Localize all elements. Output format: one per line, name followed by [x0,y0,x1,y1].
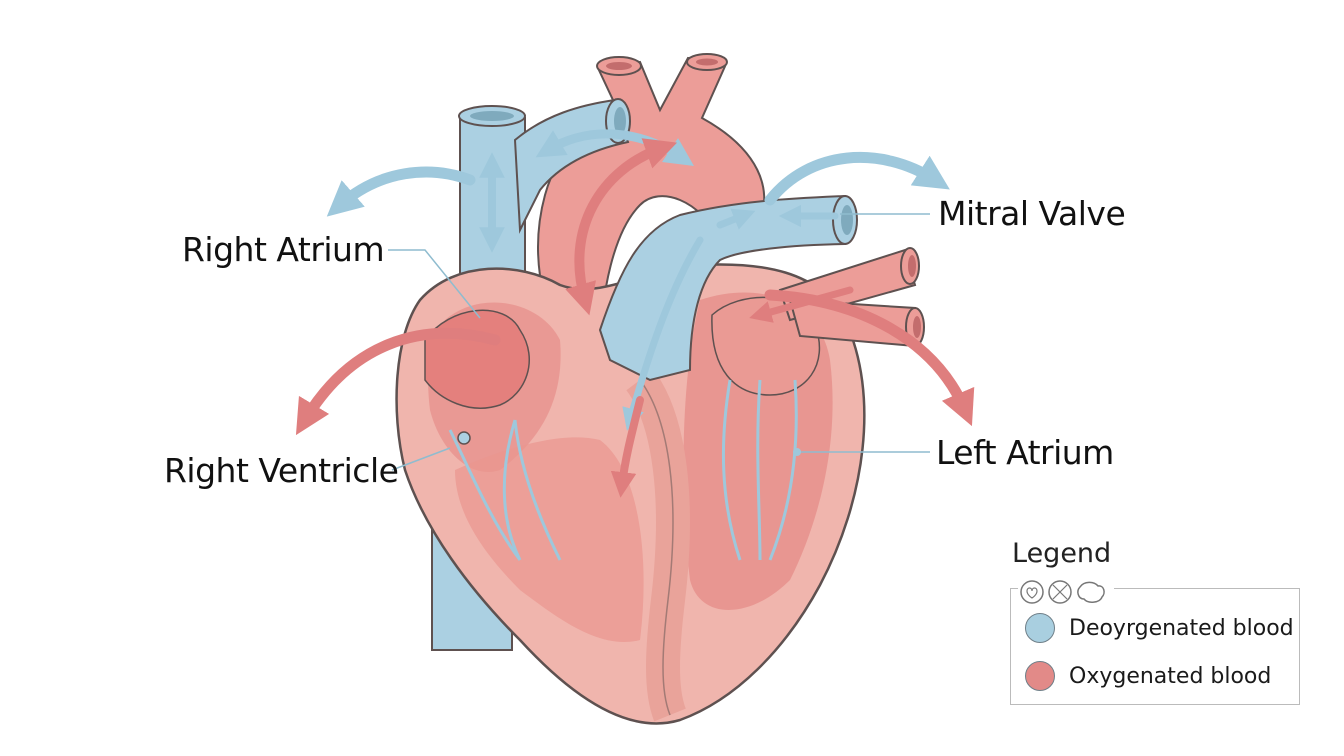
legend-box: Deoyrgenated blood Oxygenated blood [1010,588,1300,705]
blue-arrow-right [764,152,950,206]
blue-arrow-down [622,236,704,431]
leader-lines [388,213,930,471]
organ-outline-icon [1077,581,1105,603]
red-arrow-down [610,396,644,498]
oxygenated-swatch-icon [1025,661,1055,691]
flow-arrows [295,129,975,498]
crossed-vessel-icon [1048,580,1072,604]
legend-item-label: Deoyrgenated blood [1069,615,1294,641]
blue-arrow-vein [716,208,756,230]
legend-title: Legend [1012,538,1112,569]
legend-item-label: Oxygenated blood [1069,663,1272,689]
deoxygenated-swatch-icon [1025,613,1055,643]
red-arrow-arch [565,138,678,316]
label-left-atrium: Left Atrium [936,433,1114,472]
red-arrow-right [764,289,975,427]
legend-item-oxygenated: Oxygenated blood [1025,661,1271,691]
red-arrow-left-atrium [749,286,854,323]
label-right-ventricle: Right Ventricle [164,451,399,490]
label-mitral-valve: Mitral Valve [938,194,1126,233]
legend-decor-icons [1018,577,1114,607]
label-right-atrium: Right Atrium [182,230,385,269]
blue-arrow-left [326,166,476,217]
heart-outline-icon [1020,580,1044,604]
red-arrow-left [295,328,501,436]
legend-item-deoxygenated: Deoyrgenated blood [1025,613,1294,643]
